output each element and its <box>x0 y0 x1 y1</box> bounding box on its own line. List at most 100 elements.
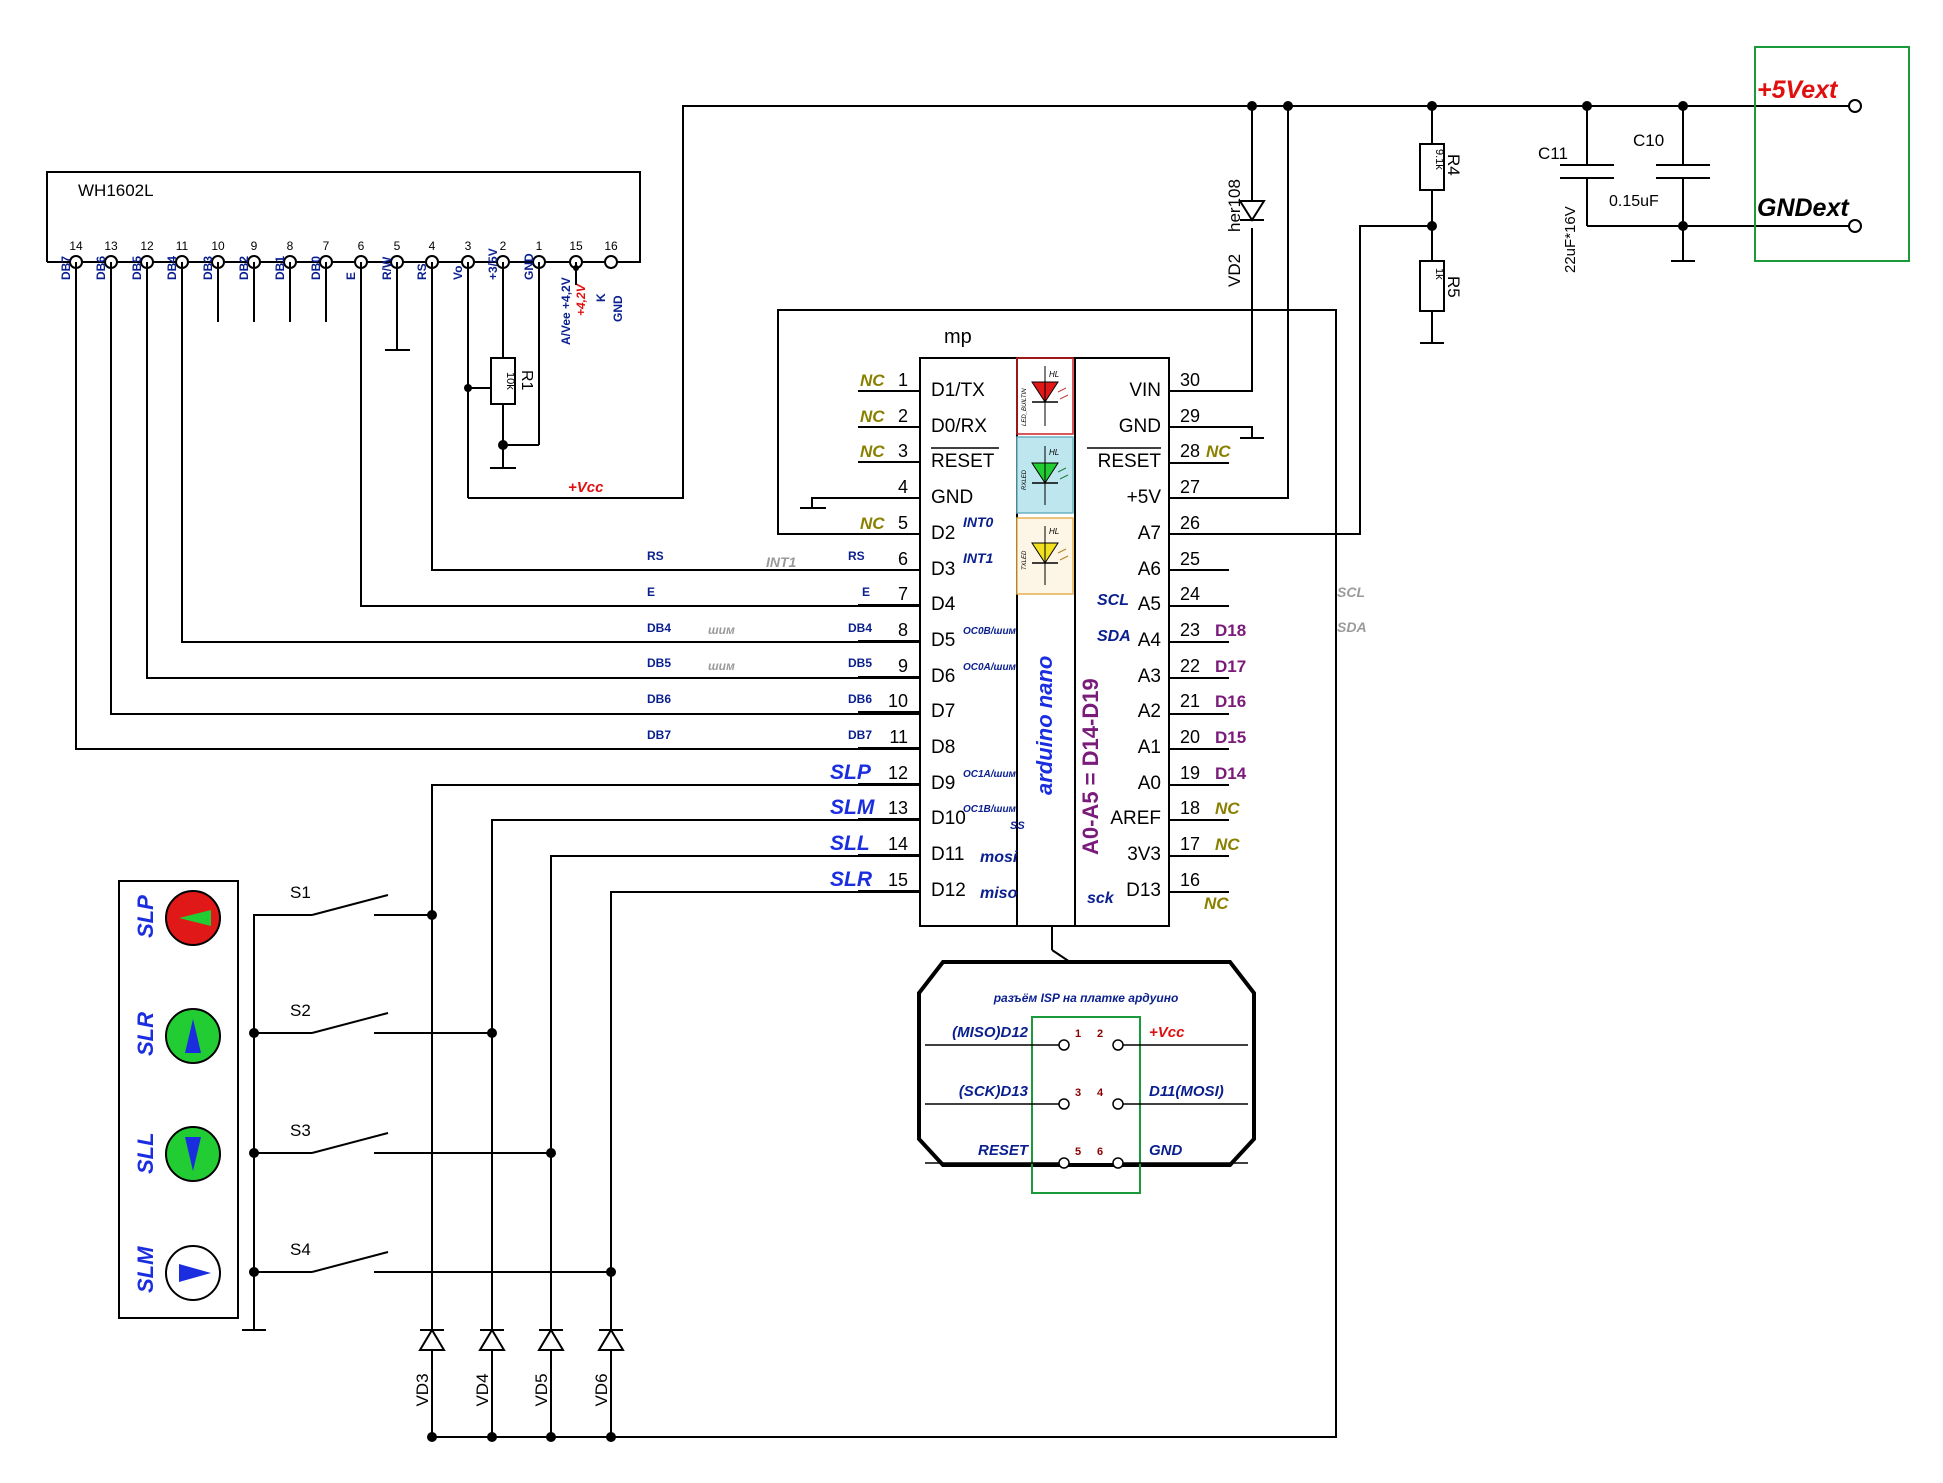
pin-alt: OC1B/шим <box>963 804 1017 815</box>
vd2-part: her108 <box>1225 179 1244 232</box>
pin-tag: D18 <box>1215 621 1246 640</box>
power-labels: 9.1k R4 1k R5 C11 22uF*16V C10 0.15uF +5… <box>1433 76 1850 298</box>
c11-name: C11 <box>1538 144 1568 163</box>
switch-s3[interactable]: S3 <box>249 1121 556 1158</box>
pin-name: A3 <box>1138 666 1161 687</box>
lcd-pin-num: 5 <box>394 239 401 253</box>
pin-number: 1 <box>898 370 908 390</box>
pin-number: 7 <box>898 584 908 604</box>
button-slr[interactable]: SLR <box>133 1008 221 1064</box>
switch-s2[interactable]: S2 <box>249 1001 497 1038</box>
wire-label-db6: DB6 <box>647 692 671 706</box>
led-builtin: HL LED_BUILTIN <box>1016 357 1074 435</box>
button-slp[interactable]: SLP <box>133 890 221 946</box>
wire-label-int1: INT1 <box>766 554 797 570</box>
isp-pin-num: 3 <box>1075 1087 1081 1099</box>
led-rx-name: RXLED <box>1022 469 1028 490</box>
pin-name: D10 <box>931 808 966 829</box>
lcd-pin-label: RS <box>415 263 429 280</box>
isp-pin-num: 5 <box>1075 1146 1081 1158</box>
led-builtin-label: HL <box>1049 370 1059 379</box>
pin-number: 24 <box>1180 584 1200 604</box>
diode-vd5: VD5 <box>532 1328 565 1442</box>
wire-label-scl: SCL <box>1337 584 1365 600</box>
pin-alt: SCL <box>1097 592 1129 609</box>
lcd-pin <box>604 255 618 269</box>
power-rail <box>1247 46 1910 344</box>
pin-tag: D15 <box>1215 728 1246 747</box>
wire-label-pwm-2: шим <box>708 659 735 673</box>
wire-label-e-2: E <box>862 585 870 599</box>
wire-label-db7: DB7 <box>647 728 671 742</box>
switch-label: S3 <box>290 1121 311 1140</box>
pin-tag: NC <box>860 371 885 390</box>
pin-name: VIN <box>1129 380 1161 401</box>
arduino-nano: mp arduino nano A0-A5 = D14-D19 HL LED_B… <box>830 326 1247 927</box>
isp-pin-label: +Vcc <box>1149 1024 1185 1041</box>
pin-name: A7 <box>1138 523 1161 544</box>
pin-tag: NC <box>1206 442 1231 461</box>
isp-pin <box>1112 1157 1124 1169</box>
pin-number: 2 <box>898 406 908 426</box>
pin-number: 16 <box>1180 870 1200 890</box>
led-rx-label: HL <box>1049 448 1059 457</box>
switch-s1[interactable]: S1 <box>253 883 437 1330</box>
c10-value: 0.15uF <box>1609 193 1659 210</box>
pin-name: D9 <box>931 773 955 794</box>
diode-vd3: VD3 <box>413 1328 446 1442</box>
button-sll[interactable]: SLL <box>133 1126 221 1182</box>
pin-name: A5 <box>1138 594 1161 615</box>
isp-pin <box>1112 1039 1124 1051</box>
pin-number: 4 <box>898 477 908 497</box>
pin-tag: D16 <box>1215 692 1246 711</box>
button-slm[interactable]: SLM <box>133 1245 221 1301</box>
lcd-pin-label: Vo <box>451 266 465 280</box>
led-tx: HL TXLED <box>1016 517 1074 595</box>
led-tx-name: TXLED <box>1022 550 1028 570</box>
pin-name: +5V <box>1127 487 1162 508</box>
pin-number: 6 <box>898 549 908 569</box>
r4-value: 9.1k <box>1433 149 1445 170</box>
lcd-pin-label: R/W <box>380 256 394 280</box>
vd2-ref: VD2 <box>1225 254 1244 287</box>
diode-label: VD5 <box>532 1373 551 1406</box>
pin-number: 20 <box>1180 727 1200 747</box>
pin-name: A2 <box>1138 701 1161 722</box>
pin-name: A1 <box>1138 737 1161 758</box>
pin-name: D7 <box>931 701 955 722</box>
wire-label-e: E <box>647 585 655 599</box>
pin-signal: SLP <box>830 761 872 784</box>
isp-pin <box>1058 1039 1070 1051</box>
lcd-pin-label: GND <box>522 253 536 280</box>
r4-name: R4 <box>1444 154 1463 176</box>
lcd-pin-num: 2 <box>500 239 507 253</box>
pin-signal: SLM <box>830 796 875 819</box>
arrow-left-icon <box>179 910 211 926</box>
diode-label: VD6 <box>592 1373 611 1406</box>
c10-name: C10 <box>1633 131 1664 150</box>
pin-name: 3V3 <box>1127 844 1161 865</box>
r5-name: R5 <box>1444 276 1463 298</box>
button-label: SLM <box>133 1246 158 1293</box>
diode-label: VD4 <box>473 1373 492 1406</box>
pin-name: GND <box>1119 416 1161 437</box>
pin-name: D6 <box>931 666 955 687</box>
pin-number: 26 <box>1180 513 1200 533</box>
pin-name: RESET <box>1098 451 1162 472</box>
lcd-pin-label: DB1 <box>273 256 287 280</box>
lcd-pin-label: DB3 <box>201 256 215 280</box>
lcd-pin-label: A/Vee +4,2V <box>559 277 573 345</box>
nano-gnd-wiring <box>432 309 1337 1438</box>
pin-name: GND <box>931 487 973 508</box>
lcd-pin-num: 7 <box>323 239 330 253</box>
switch-s4[interactable]: S4 <box>249 1240 616 1277</box>
pin-name: A0 <box>1138 773 1161 794</box>
pin-name: D5 <box>931 630 955 651</box>
lcd-pin-label: E <box>344 272 358 280</box>
pin-tag: D14 <box>1215 764 1247 783</box>
isp-pin-label: (SCK)D13 <box>959 1083 1029 1100</box>
